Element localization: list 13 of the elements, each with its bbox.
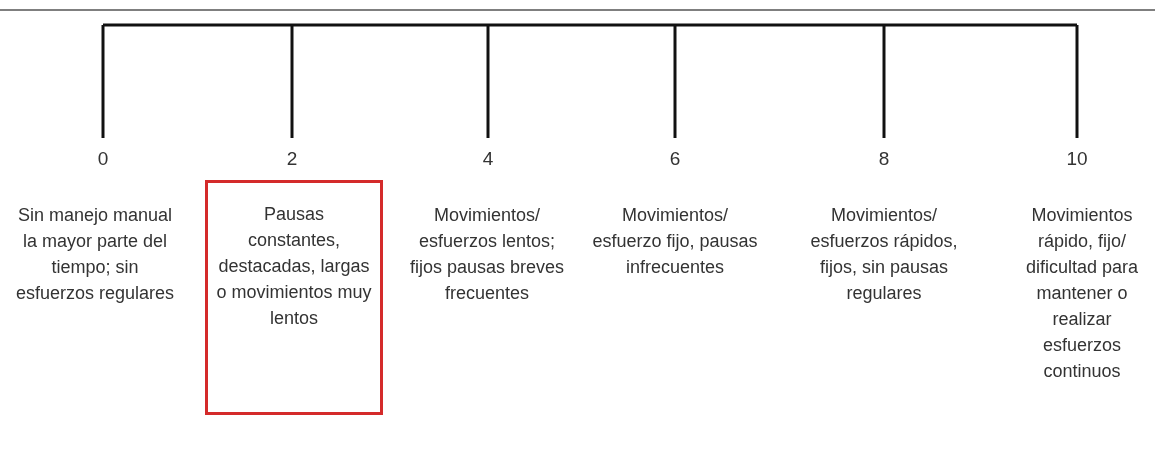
scale-number: 10 [1065, 148, 1089, 170]
scale-number: 4 [481, 148, 495, 170]
highlight-box [205, 180, 383, 415]
scale-number: 8 [877, 148, 891, 170]
scale-description: Movimientos/ esfuerzos rápidos, fijos, sin pausas regulares [809, 204, 959, 305]
scale-description: Sin manejo manual la mayor parte del tiempo; sin esfuerzos regulares [14, 204, 176, 305]
scale-number: 0 [96, 148, 110, 170]
scale-description: Movimientos/ esfuerzos lentos; fijos pausas breves frecuentes [408, 204, 566, 305]
scale-description: Movimientos rápido, fijo/ dificultad para mantener o realizar esfuerzos continuos [1024, 204, 1140, 383]
highlight-text: Pausas constantes, destacadas, largas o movimientos muy lentos [216, 203, 372, 330]
scale-number: 2 [285, 148, 299, 170]
scale-number: 6 [668, 148, 682, 170]
scale-description: Movimientos/ esfuerzo fijo, pausas infrecuentes [591, 204, 759, 279]
